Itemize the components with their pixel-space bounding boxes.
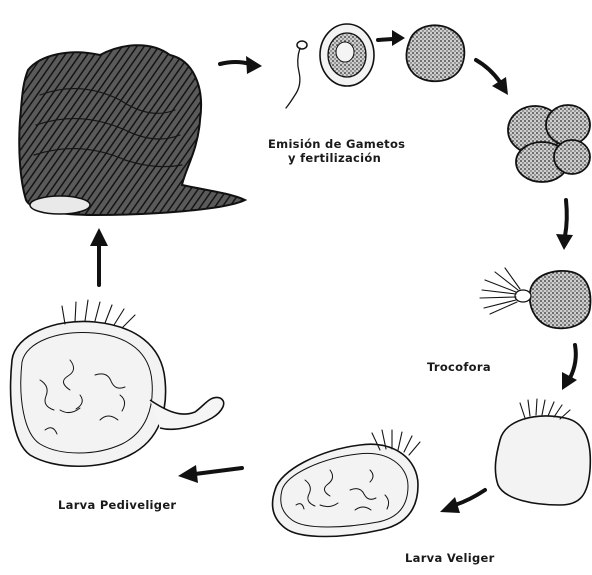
larva-veliger-illustration	[272, 430, 420, 537]
larva-pediveliger-illustration	[11, 300, 224, 466]
arrow-pediveliger-to-adult	[90, 228, 108, 285]
gametes-label-line1: Emisión de Gametos	[268, 137, 405, 151]
fertilized-egg-illustration	[406, 25, 464, 81]
arrow-egg-to-zygote	[378, 30, 405, 46]
trochophore-illustration	[480, 268, 590, 328]
larva-veliger-label: Larva Veliger	[405, 551, 495, 565]
cell-cleavage-illustration	[508, 105, 590, 182]
early-veliger-illustration	[495, 399, 590, 505]
sperm-cell-illustration	[286, 41, 307, 108]
adult-oyster-illustration	[19, 45, 245, 215]
arrow-trochophore-to-veliger	[562, 345, 577, 390]
trochophore-label: Trocofora	[427, 360, 491, 374]
gametes-label-line2: y fertilización	[268, 151, 405, 165]
arrow-zygote-to-cleavage	[476, 60, 508, 95]
arrow-cleavage-to-trochophore	[556, 200, 573, 250]
arrow-to-pediveliger	[178, 465, 242, 483]
arrow-to-larva-veliger	[440, 490, 485, 513]
arrow-oyster-to-gametes	[220, 56, 262, 74]
larva-pediveliger-label: Larva Pediveliger	[58, 498, 176, 512]
egg-cell-illustration	[320, 24, 374, 86]
gametes-label: Emisión de Gametos y fertilización	[268, 137, 405, 165]
